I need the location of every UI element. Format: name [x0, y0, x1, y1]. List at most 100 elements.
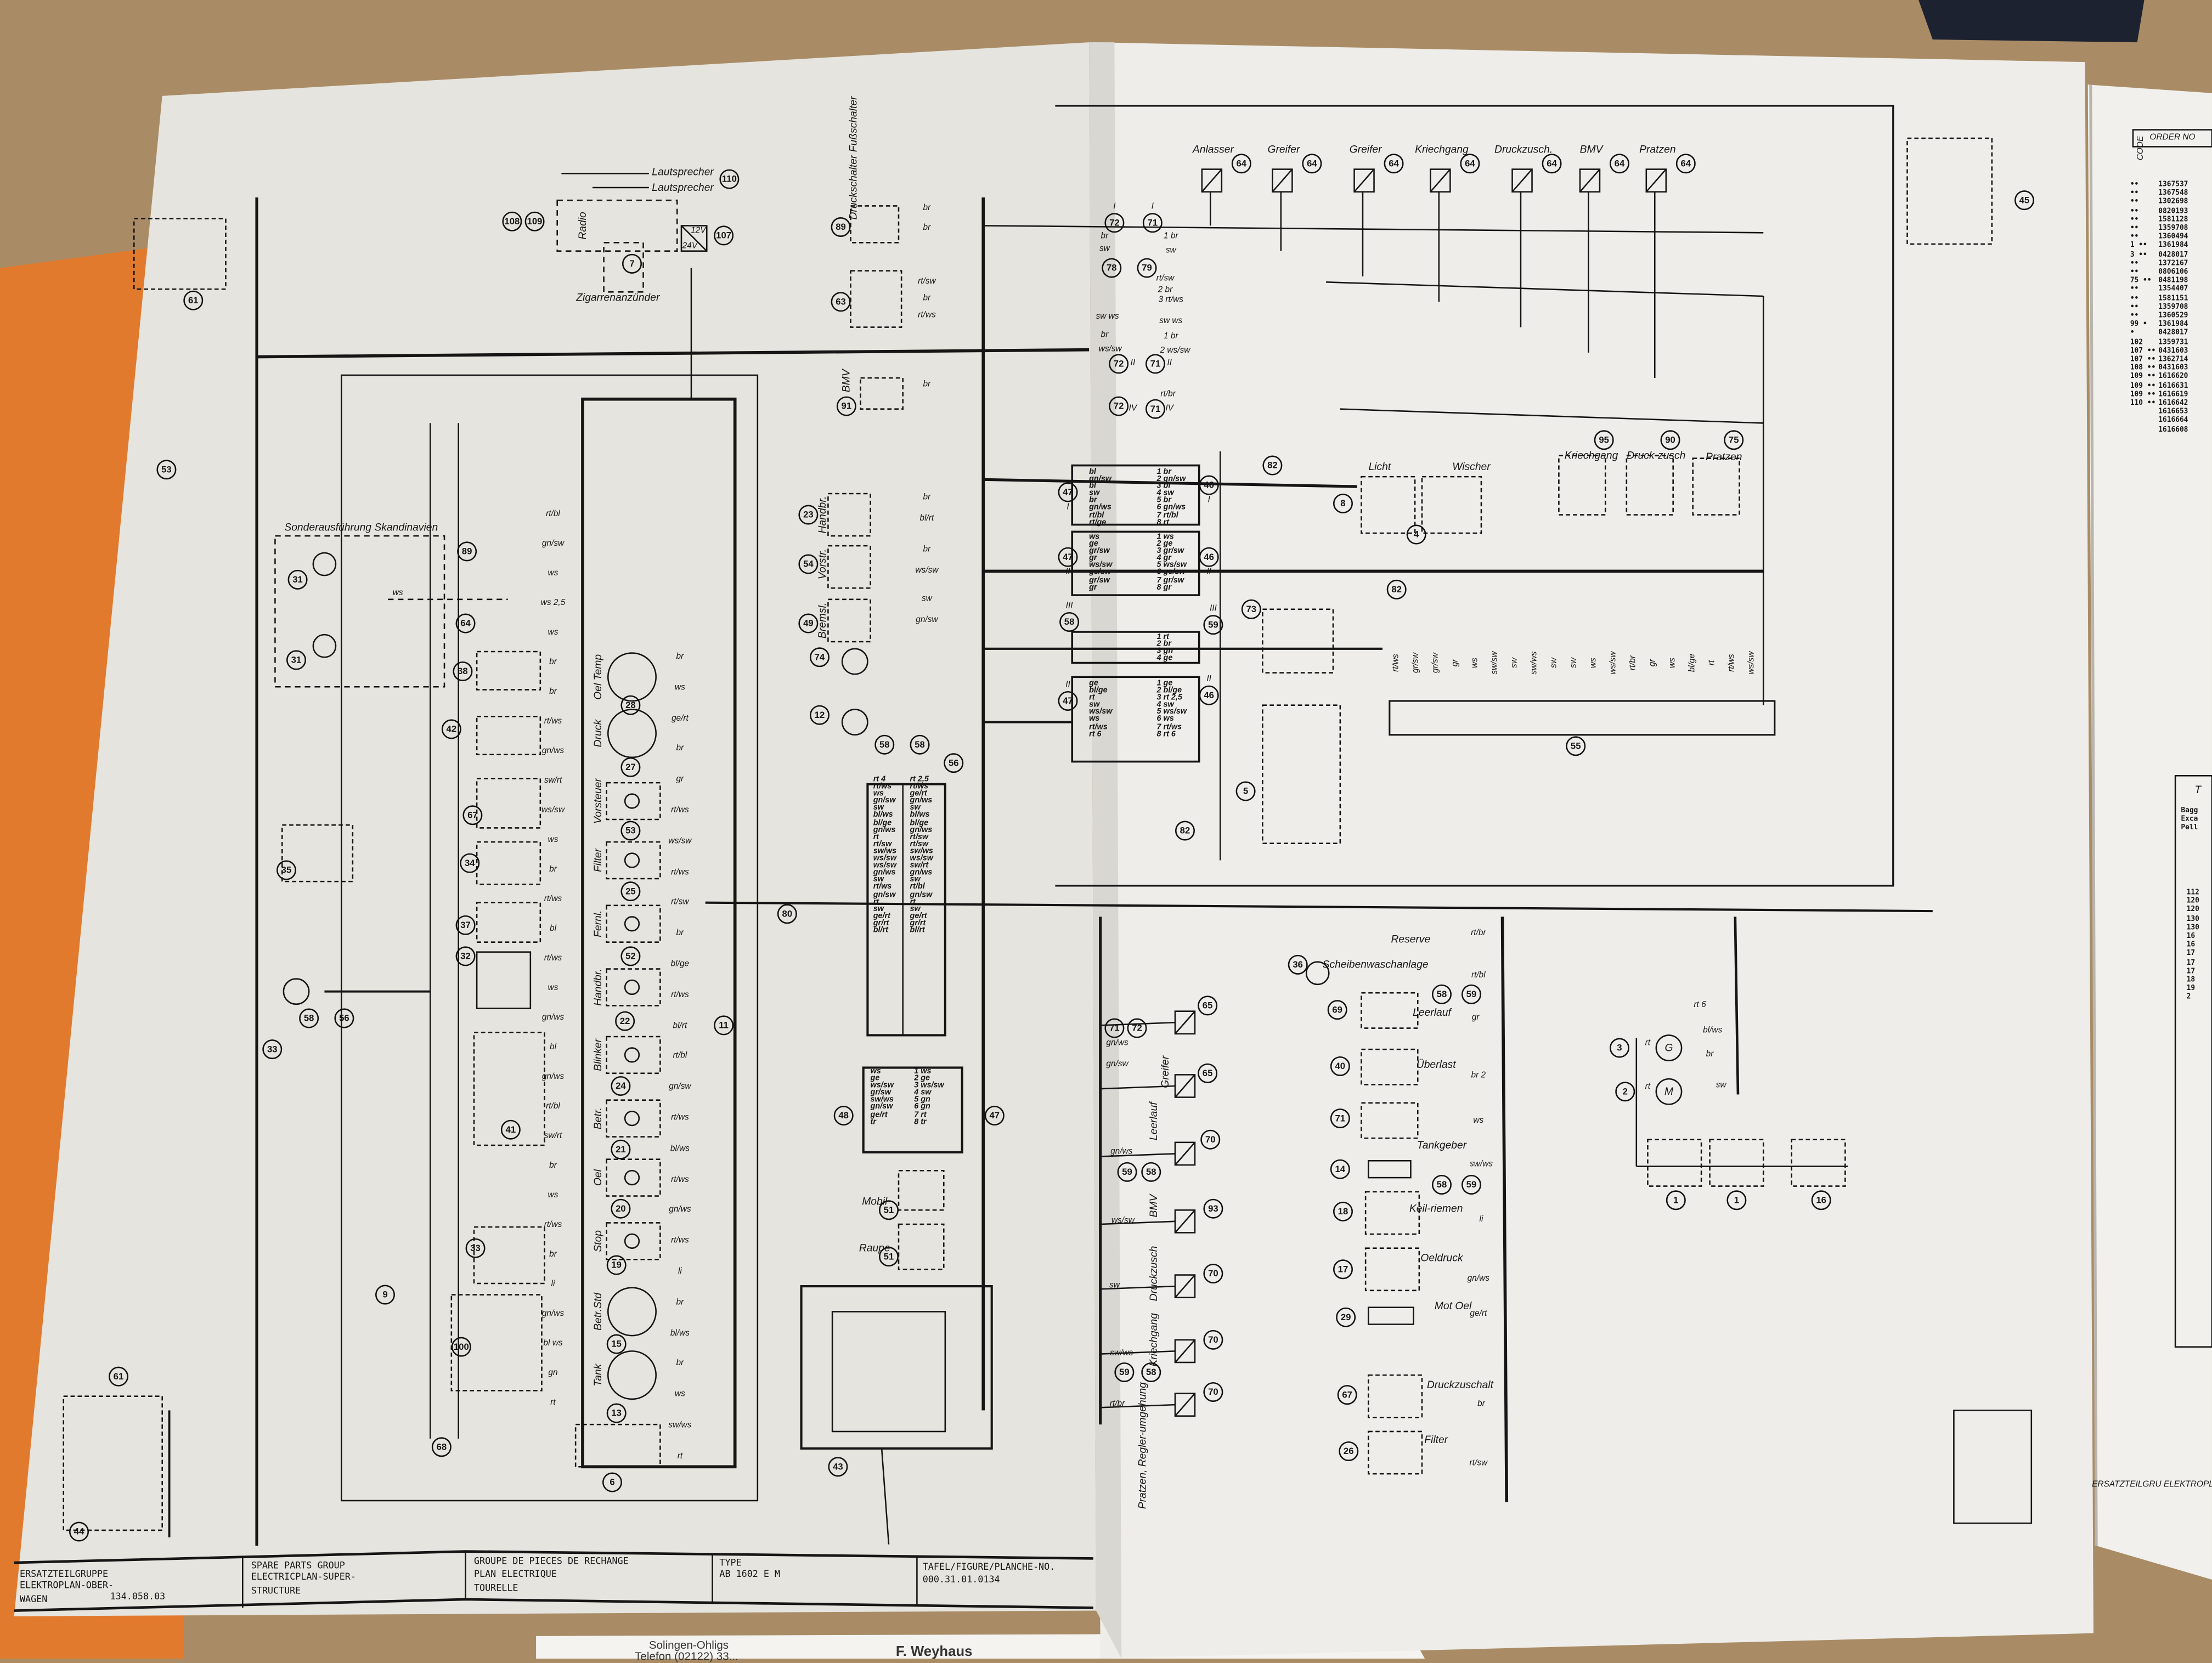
wire-color-label: li: [551, 1280, 555, 1289]
list-entry: 110 ••: [2130, 399, 2156, 408]
wire-color-label: rt/ws: [1728, 654, 1737, 672]
connector-roman-numeral: I: [1151, 203, 1154, 212]
component-ref: 65: [1198, 1063, 1218, 1083]
relay-coil-icon: [1511, 168, 1533, 193]
component-ref: 40: [1330, 1056, 1350, 1076]
wire-color-label: rt/sw: [918, 278, 936, 286]
gauge-label: Stop: [591, 1230, 605, 1252]
wire-color-label: rt/ws: [544, 717, 562, 727]
component-ref: 64: [1384, 154, 1404, 174]
scandinavia-option-label: Sonderausführung Skandinavien: [284, 521, 438, 534]
list-entry: 5 ws/sw: [1156, 562, 1187, 570]
wire-color-label: bl/rt: [673, 1022, 687, 1031]
list-entry: 2 ge: [914, 1074, 930, 1084]
lamp-box: [606, 968, 661, 1006]
list-entry: bl/ge: [873, 818, 892, 828]
list-entry: 6 ws: [1156, 715, 1174, 725]
connector-roman-numeral: II: [1206, 568, 1211, 577]
list-entry: ws/sw: [870, 1082, 894, 1091]
component-ref: 58: [1431, 1174, 1452, 1195]
wire-color-label: rt/ws: [671, 1175, 689, 1184]
component-ref: 42: [441, 719, 461, 739]
wire-color-label: ws/sw: [541, 806, 565, 816]
list-entry: 109 ••: [2130, 373, 2156, 382]
component-ref: 37: [455, 915, 476, 935]
solenoid-valve-icon: [1175, 1141, 1195, 1166]
wire-color-label: br: [549, 688, 557, 697]
wire-color-label: br: [549, 866, 557, 875]
list-entry: 1581151: [2158, 294, 2188, 303]
component-ref: 56: [944, 753, 964, 773]
list-entry: rt/bl: [910, 883, 925, 892]
wire-color-label: 2 ws/sw: [1160, 347, 1190, 355]
lamp-icon: [624, 1110, 640, 1127]
valve-wire: [1100, 1220, 1176, 1225]
component-ref: 89: [831, 217, 851, 237]
component-label: Reserve: [1391, 932, 1431, 946]
list-entry: 112: [2186, 888, 2199, 897]
title-block-field: 000.31.01.0134: [922, 1574, 1000, 1586]
valve-wire: [1100, 1350, 1176, 1355]
component-ref: 47: [1058, 547, 1078, 567]
title-block-field: TAFEL/FIGURE/PLANCHE-NO.: [922, 1561, 1056, 1573]
list-entry: 3 bl: [1156, 482, 1171, 491]
component-ref: 71: [1330, 1108, 1350, 1129]
valve-label: Greifer: [1158, 1055, 1171, 1088]
wire-color-label: rt: [1645, 1083, 1651, 1092]
lamp-icon: [624, 793, 640, 809]
wire-color-label: sw: [1109, 1282, 1120, 1291]
component-ref: 82: [1175, 821, 1195, 841]
component-ref: 71: [1142, 213, 1163, 233]
list-entry: ge: [870, 1074, 880, 1084]
list-entry: 8 tr: [914, 1118, 927, 1127]
book: [1918, 0, 2145, 43]
component-ref: 69: [1327, 1000, 1347, 1020]
wire-color-label: gr: [676, 776, 684, 785]
list-entry: sw: [910, 905, 921, 914]
wire-color-label: gn/ws: [541, 1310, 565, 1319]
connector-roman-numeral: II: [1167, 359, 1172, 369]
list-entry: 6 gn/ws: [1156, 504, 1186, 513]
list-entry: 1616664: [2158, 416, 2188, 426]
list-entry: rt 6: [1089, 730, 1102, 739]
wire-color-label: gn/ws: [1106, 1039, 1128, 1048]
title-block-field: ELECTRICPLAN-SUPER-: [251, 1571, 356, 1583]
component-ref: 1: [1726, 1190, 1747, 1211]
component-ref: 32: [455, 946, 476, 966]
list-entry: Pell: [2181, 824, 2198, 833]
list-entry: 1616631: [2158, 382, 2188, 391]
component-ref: 64: [1231, 154, 1251, 174]
component-ref: 89: [457, 541, 477, 562]
wire-color-label: rt/bl: [673, 1053, 687, 1061]
list-entry: ••: [2130, 268, 2139, 277]
order-code-column: ••••••••••••••1 ••3 ••••••75 ••••••••••9…: [2130, 180, 2155, 408]
wire-color-label: ws/sw: [1111, 1217, 1135, 1226]
component-ref: 75: [1724, 430, 1744, 450]
list-entry: 0431603: [2158, 364, 2188, 373]
component-ref: 47: [1058, 482, 1078, 502]
list-entry: 0428017: [2158, 250, 2188, 259]
list-entry: rt/sw: [910, 840, 929, 849]
component-ref: 23: [798, 505, 819, 525]
list-entry: ge/sw: [1089, 569, 1111, 578]
list-entry: 16: [2186, 932, 2196, 941]
component-label: Druck-zusch: [1627, 449, 1686, 462]
gauge-label: Handbr.: [591, 969, 605, 1006]
wire-color-label: br: [676, 930, 684, 938]
wire-color-label: gn/ws: [541, 1073, 565, 1082]
component-ref: 93: [1203, 1198, 1223, 1219]
title-block-field: 134.058.03: [110, 1591, 166, 1603]
component-ref: 58: [874, 734, 895, 755]
component-ref: 58: [1141, 1162, 1161, 1182]
list-entry: ws: [1089, 715, 1100, 725]
wire-color-label: rt/sw: [1156, 275, 1175, 284]
title-block-field: WAGEN: [19, 1593, 48, 1605]
list-entry: rt 2,5: [910, 776, 929, 784]
relay-label: Kriechgang: [1415, 143, 1469, 156]
wire-color-label: li: [1479, 1215, 1483, 1224]
list-entry: ge: [1089, 540, 1098, 549]
component-ref: 80: [777, 904, 797, 924]
component-ref: 73: [1241, 599, 1261, 619]
wire-color-label: br: [549, 1251, 557, 1260]
